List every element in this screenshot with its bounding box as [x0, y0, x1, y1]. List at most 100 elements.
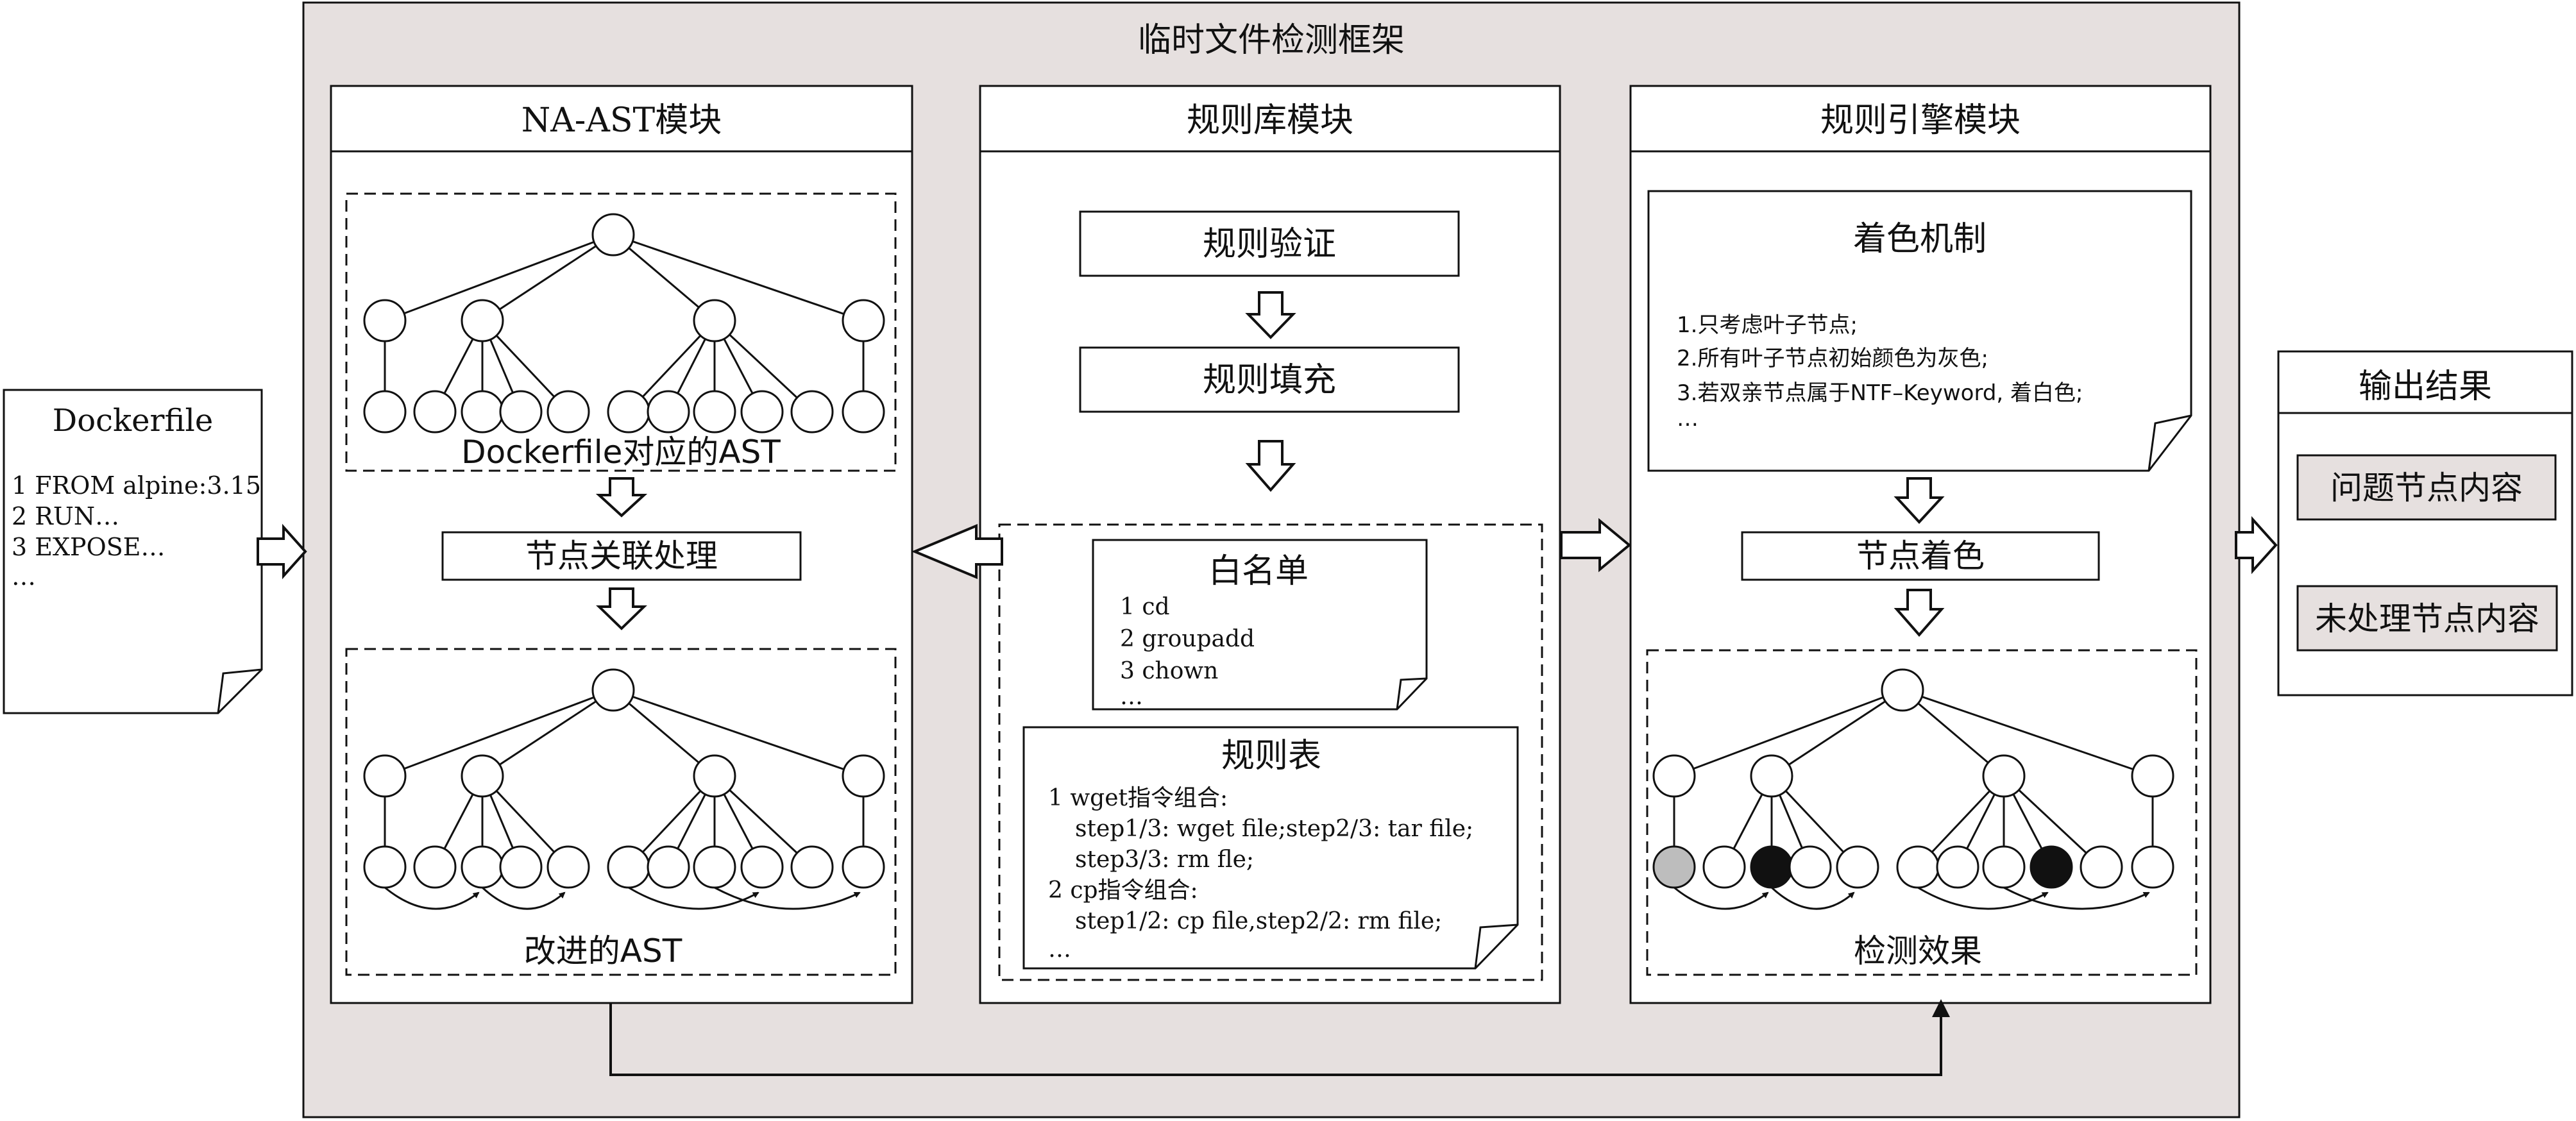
- ast-top-frame: [345, 192, 897, 472]
- tree-leaf-node: [499, 845, 543, 889]
- rule-store-frame: [998, 523, 1543, 981]
- ast-tree-bottom: [363, 668, 885, 910]
- whitelist-line-3: 3 chown: [1120, 658, 1218, 684]
- association-arc: [384, 886, 480, 910]
- na-ast-title: NA-AST模块: [521, 101, 722, 140]
- tree-leaf-node: [842, 390, 885, 434]
- tree-leaf-node: [2131, 845, 2174, 889]
- dockerfile-line-3: 3 EXPOSE…: [12, 533, 165, 561]
- tree-leaf-node: [790, 845, 834, 889]
- tree-leaf-node: [2080, 845, 2123, 889]
- tree-edge: [482, 689, 614, 777]
- rule-table-line-2: step1/3: wget file;step2/3: tar file;: [1075, 816, 1473, 842]
- tree-inner-node: [461, 754, 504, 798]
- output-item-problem-label: 问题节点内容: [2330, 469, 2523, 507]
- tree-leaf-node: [461, 390, 504, 434]
- rule-table-title: 规则表: [1221, 737, 1321, 775]
- tree-leaf-node: [2029, 845, 2073, 889]
- rule-table-line-5: step1/2: cp file,step2/2: rm file;: [1075, 908, 1442, 934]
- tree-inner-node: [1982, 754, 2026, 798]
- tree-edge: [613, 233, 864, 322]
- rule-table-line-4: 2 cp指令组合:: [1048, 877, 1198, 904]
- tree-edge: [1771, 689, 1903, 777]
- tree-leaf-node: [1836, 845, 1879, 889]
- tree-leaf-node: [740, 390, 784, 434]
- tree-leaf-node: [790, 390, 834, 434]
- tree-leaf-node: [693, 845, 736, 889]
- tree-edge: [384, 233, 614, 322]
- detection-effect-frame: [1646, 649, 2198, 976]
- tree-leaf-node: [461, 845, 504, 889]
- output-item-problem: [2296, 454, 2557, 521]
- hollow-arrow-output: [2235, 516, 2278, 575]
- tree-inner-node: [842, 299, 885, 342]
- hollow-arrow-to-engine: [1560, 518, 1632, 573]
- tree-edge: [613, 689, 715, 777]
- node-association-box: [441, 531, 802, 581]
- tree-root-node: [1881, 668, 1924, 712]
- tree-leaf-node: [547, 845, 590, 889]
- hollow-arrow-down-5: [1894, 477, 1945, 524]
- node-color-label: 节点着色: [1856, 537, 1985, 575]
- tree-leaf-node: [607, 390, 650, 434]
- ast-tree-top: [363, 213, 885, 434]
- hollow-arrow-input: [257, 523, 307, 580]
- rule-table-document: 规则表 1 wget指令组合: step1/3: wget file;step2…: [1022, 726, 1519, 970]
- tree-leaf-node: [499, 390, 543, 434]
- ast-tree-effect: [1652, 668, 2174, 910]
- tree-leaf-node: [1750, 845, 1793, 889]
- tree-leaf-node: [647, 390, 690, 434]
- ast-bottom-frame: [345, 648, 897, 976]
- tree-edge: [713, 775, 813, 868]
- whitelist-title: 白名单: [1208, 552, 1309, 591]
- hollow-arrow-down-3: [1245, 291, 1296, 339]
- dockerfile-document: Dockerfile 1 FROM alpine:3.15 2 RUN… 3 E…: [3, 389, 263, 714]
- tree-leaf-node: [1896, 845, 1940, 889]
- node-color-box: [1741, 531, 2100, 581]
- hollow-arrow-down-6: [1894, 589, 1945, 637]
- tree-inner-node: [2131, 754, 2174, 798]
- coloring-line-3: 3.若双亲节点属于NTF–Keyword, 着白色;: [1677, 380, 2083, 406]
- output-title: 输出结果: [2359, 367, 2492, 406]
- detection-effect-label: 检测效果: [1854, 932, 1982, 970]
- coloring-line-1: 1.只考虑叶子节点;: [1677, 312, 1858, 338]
- tree-leaf-node: [1982, 845, 2026, 889]
- tree-leaf-node: [1702, 845, 1746, 889]
- association-arc: [481, 886, 566, 910]
- hollow-arrow-down-2: [596, 587, 647, 630]
- framework-title: 临时文件检测框架: [1138, 21, 1405, 60]
- tree-edge: [1902, 689, 2004, 777]
- tree-leaf-node: [547, 390, 590, 434]
- whitelist-line-4: …: [1120, 684, 1143, 710]
- tree-inner-node: [693, 754, 736, 798]
- coloring-title: 着色机制: [1853, 220, 1987, 258]
- tree-leaf-node: [693, 390, 736, 434]
- node-association-label: 节点关联处理: [525, 537, 718, 575]
- rule-verify-label: 规则验证: [1203, 225, 1336, 264]
- tree-inner-node: [363, 299, 407, 342]
- coloring-mechanism-document: 着色机制 1.只考虑叶子节点; 2.所有叶子节点初始颜色为灰色; 3.若双亲节点…: [1647, 190, 2192, 472]
- dockerfile-title: Dockerfile: [53, 403, 213, 439]
- tree-leaf-node: [607, 845, 650, 889]
- rule-table-line-6: …: [1048, 936, 1071, 963]
- tree-inner-node: [693, 299, 736, 342]
- tree-leaf-node: [842, 845, 885, 889]
- tree-root-node: [591, 668, 635, 712]
- dockerfile-line-4: …: [12, 562, 36, 591]
- na-ast-module: NA-AST模块 Dockerfile对应的AST 节点关联处理 改进的AST: [330, 85, 913, 1004]
- tree-edge: [613, 689, 864, 777]
- association-arc: [714, 886, 861, 910]
- association-arc: [1770, 886, 1855, 910]
- tree-inner-node: [461, 299, 504, 342]
- rule-db-title: 规则库模块: [1187, 101, 1353, 140]
- dockerfile-line-1: 1 FROM alpine:3.15: [12, 471, 261, 500]
- tree-edge: [482, 233, 614, 322]
- tree-leaf-node: [1788, 845, 1832, 889]
- output-item-unprocessed: [2296, 585, 2558, 652]
- tree-edge: [1902, 689, 2153, 777]
- output-item-unprocessed-label: 未处理节点内容: [2315, 600, 2539, 637]
- tree-edge: [713, 319, 813, 413]
- ast-bottom-label: 改进的AST: [524, 932, 682, 970]
- output-panel: 输出结果 问题节点内容 未处理节点内容: [2277, 350, 2573, 696]
